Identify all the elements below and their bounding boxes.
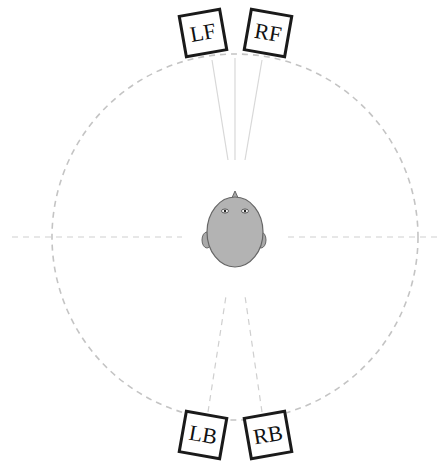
listener-head [202,191,266,267]
speaker-label: RF [253,20,283,46]
speaker-rays [212,58,262,160]
speaker-label: LF [188,20,217,46]
listening-circle [52,54,418,420]
speaker-label: RB [252,422,285,449]
speaker-box: RB [243,410,294,461]
speaker-box: LB [178,410,229,461]
speaker-box: LF [178,8,229,59]
speaker-box: RF [243,8,294,59]
speaker-label: LB [187,422,219,449]
